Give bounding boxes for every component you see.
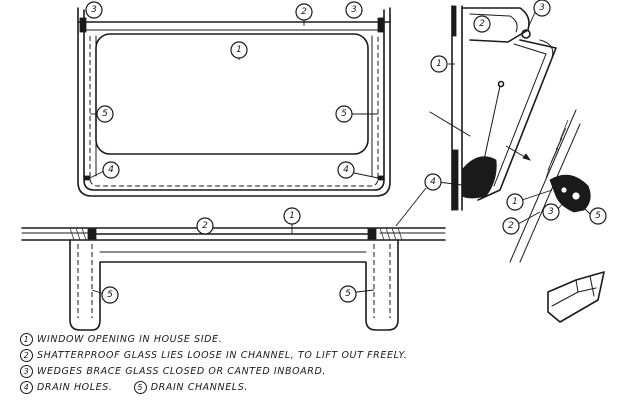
svg-text:5: 5 (102, 109, 108, 119)
wedge-left (79, 17, 87, 33)
drain-hole-left (83, 175, 91, 181)
perspective-sketch (547, 271, 605, 323)
detail-channel (549, 174, 591, 213)
callout-side-1: 1 (430, 55, 448, 73)
svg-text:5: 5 (345, 289, 351, 299)
canted-sash (477, 39, 557, 201)
callout-front-4-left: 4 (102, 161, 120, 179)
callout-front-4-right: 4 (337, 161, 355, 179)
svg-text:4: 4 (343, 165, 349, 175)
legend: 1 WINDOW OPENING IN HOUSE SIDE. 2 SHATTERP… (20, 332, 620, 396)
wedge-right (377, 17, 385, 33)
legend-num: 3 (20, 365, 33, 378)
plan-section-view (21, 227, 446, 331)
frame-outer-inner (83, 9, 385, 191)
svg-text:2: 2 (479, 19, 485, 29)
callout-front-1: 1 (230, 41, 248, 59)
svg-text:2: 2 (301, 7, 307, 17)
legend-item-1: 1 WINDOW OPENING IN HOUSE SIDE. (20, 332, 620, 348)
svg-text:4: 4 (108, 165, 114, 175)
callout-detail-5: 5 (589, 207, 607, 225)
callout-plan-2: 2 (196, 217, 214, 235)
svg-text:1: 1 (436, 59, 442, 69)
legend-num: 1 (20, 333, 33, 346)
svg-text:2: 2 (508, 221, 514, 231)
drain-channel (89, 36, 379, 187)
legend-item-2: 2 SHATTERPROOF GLASS LIES LOOSE IN CHANNE… (20, 348, 620, 364)
wall-bottom-block (451, 149, 459, 211)
svg-text:5: 5 (341, 109, 347, 119)
legend-num: 4 (20, 381, 33, 394)
callout-plan-1: 1 (283, 207, 301, 225)
channel-detail (509, 109, 591, 263)
legend-text: WEDGES BRACE GLASS CLOSED OR CANTED INBO… (37, 366, 326, 377)
svg-text:3: 3 (539, 3, 545, 13)
svg-text:5: 5 (107, 290, 113, 300)
drain-hole-right (377, 175, 385, 181)
legend-text: DRAIN HOLES. (37, 382, 113, 393)
svg-text:3: 3 (548, 207, 554, 217)
callout-front-2: 2 (295, 3, 313, 21)
svg-text:5: 5 (595, 211, 601, 221)
legend-text: WINDOW OPENING IN HOUSE SIDE. (37, 334, 223, 345)
legend-item-3: 3 WEDGES BRACE GLASS CLOSED OR CANTED INB… (20, 364, 620, 380)
callout-detail-3: 3 (542, 203, 560, 221)
plan-lower-frame (69, 239, 399, 331)
window-opening (95, 33, 369, 155)
callout-front-3-right: 3 (345, 1, 363, 19)
callout-plan-5-left: 5 (101, 286, 119, 304)
legend-num: 5 (133, 381, 147, 394)
callout-detail-1: 1 (506, 193, 524, 211)
callout-front-3-left: 3 (85, 1, 103, 19)
wall-top-block (451, 5, 457, 37)
callout-side-2: 2 (473, 15, 491, 33)
plan-drain-channels (77, 244, 391, 318)
plan-channel-right (367, 228, 377, 240)
brace-rod (483, 85, 501, 161)
callout-side-4: 4 (424, 173, 442, 191)
hinge-bracket (461, 7, 530, 43)
hinge-pin (521, 29, 531, 39)
svg-text:2: 2 (202, 221, 208, 231)
legend-text: DRAIN CHANNELS. (150, 382, 248, 393)
plan-channel-left (87, 228, 97, 240)
svg-text:1: 1 (236, 45, 242, 55)
frame-outer (77, 7, 391, 197)
svg-text:3: 3 (91, 5, 97, 15)
lower-seal (461, 156, 497, 199)
side-section-view (429, 5, 605, 323)
callout-plan-5-right: 5 (339, 285, 357, 303)
svg-text:1: 1 (289, 211, 295, 221)
legend-num: 2 (20, 349, 33, 362)
callout-detail-2: 2 (502, 217, 520, 235)
callout-front-5-right: 5 (335, 105, 353, 123)
legend-text: SHATTERPROOF GLASS LIES LOOSE IN CHANNEL… (37, 350, 408, 361)
svg-text:3: 3 (351, 5, 357, 15)
svg-text:1: 1 (512, 197, 518, 207)
callout-side-3: 3 (533, 0, 551, 17)
callout-front-5-left: 5 (96, 105, 114, 123)
svg-text:4: 4 (430, 177, 436, 187)
